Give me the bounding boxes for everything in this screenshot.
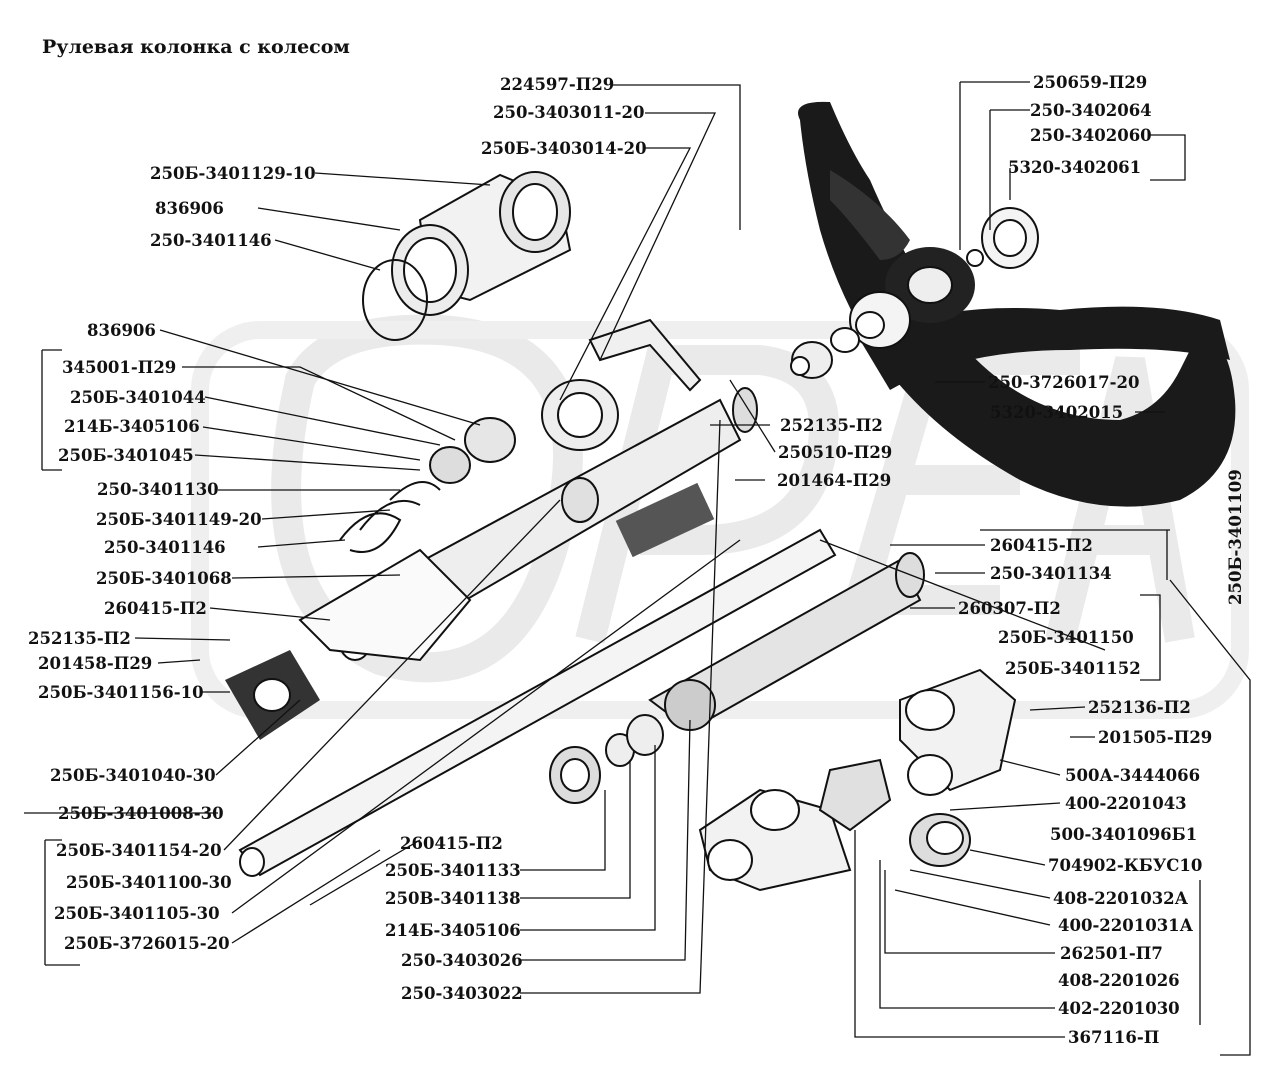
callout-label: 250Б-3401040-30 [50,766,216,785]
callout-label: 250Б-3401045 [58,446,194,465]
callout-label: 250510-П29 [778,443,892,462]
callout-label: 250Б-3401008-30 [58,804,224,823]
callout-label: 500А-3444066 [1065,766,1200,785]
callout-label: 836906 [155,199,224,218]
callout-label: 260415-П2 [990,536,1093,555]
callout-label: 201458-П29 [38,654,152,673]
callout-label: 250Б-3401149-20 [96,510,262,529]
callout-label: 250-3401134 [990,564,1112,583]
callout-label: 250-3401130 [97,480,219,499]
callout-label-vertical: 250Б-3401109 [1226,469,1245,605]
callout-label: 252136-П2 [1088,698,1191,717]
callout-label: 250659-П29 [1033,73,1147,92]
callout-label: 400-2201043 [1065,794,1187,813]
callout-label: 836906 [87,321,156,340]
springs-and-rings [339,417,516,553]
callout-label: 5320-3402015 [990,403,1123,422]
callout-label: 408-2201032А [1053,889,1189,908]
callout-label: 201505-П29 [1098,728,1212,747]
callout-label: 250Б-3401154-20 [56,841,222,860]
lower-bushings [549,679,716,804]
callout-label: 260415-П2 [400,834,503,853]
callout-label: 250-3402064 [1030,101,1152,120]
callout-label: 201464-П29 [777,471,891,490]
callout-label: 250Б-3401129-10 [150,164,316,183]
callout-label: 250Б-3401100-30 [66,873,232,892]
callout-label: 250-3403026 [401,951,523,970]
callout-label: 5320-3402061 [1008,158,1141,177]
universal-joint [698,668,1017,892]
callout-label: 252135-П2 [28,629,131,648]
callout-label: 252135-П2 [780,416,883,435]
callout-label: 250-3403022 [401,984,523,1003]
callout-label: 214Б-3405106 [64,417,200,436]
diagram-title: Рулевая колонка с колесом [42,36,350,58]
callout-label: 250В-3401138 [385,889,521,908]
callout-label: 704902-КБУС10 [1048,856,1202,875]
callout-label: 250Б-3726015-20 [64,934,230,953]
callout-labels: 224597-П29 250-3403011-20 250Б-3403014-2… [28,73,1245,1047]
callout-label: 224597-П29 [500,75,614,94]
callout-label: 500-3401096Б1 [1050,825,1197,844]
callout-label: 260307-П2 [958,599,1061,618]
callout-label: 367116-П [1068,1028,1159,1047]
callout-label: 408-2201026 [1058,971,1180,990]
callout-label: 250-3401146 [150,231,272,250]
column-bearing-housing [362,171,572,341]
callout-label: 250Б-3401044 [70,388,206,407]
callout-label: 262501-П7 [1060,944,1163,963]
callout-label: 214Б-3405106 [385,921,521,940]
callout-label: 250-3403011-20 [493,103,644,122]
callout-label: 250Б-3403014-20 [481,139,647,158]
callout-label: 250-3402060 [1030,126,1152,145]
callout-label: 250Б-3401156-10 [38,683,204,702]
upper-column-tube [298,387,758,662]
callout-label: 345001-П29 [62,358,176,377]
callout-label: 260415-П2 [104,599,207,618]
callout-label: 250-3401146 [104,538,226,557]
leader-lines [24,81,1251,1056]
callout-label: 250-3726017-20 [988,373,1139,392]
callout-label: 402-2201030 [1058,999,1180,1018]
mounting-flange [225,650,320,740]
callout-label: 250Б-3401068 [96,569,232,588]
callout-label: 400-2201031А [1058,916,1194,935]
callout-label: 250Б-3401105-30 [54,904,220,923]
callout-label: 250Б-3401133 [385,861,521,880]
callout-label: 250Б-3401152 [1005,659,1141,678]
wheel-hub [790,207,1039,379]
lower-shaft [238,528,925,877]
callout-label: 250Б-3401150 [998,628,1134,647]
